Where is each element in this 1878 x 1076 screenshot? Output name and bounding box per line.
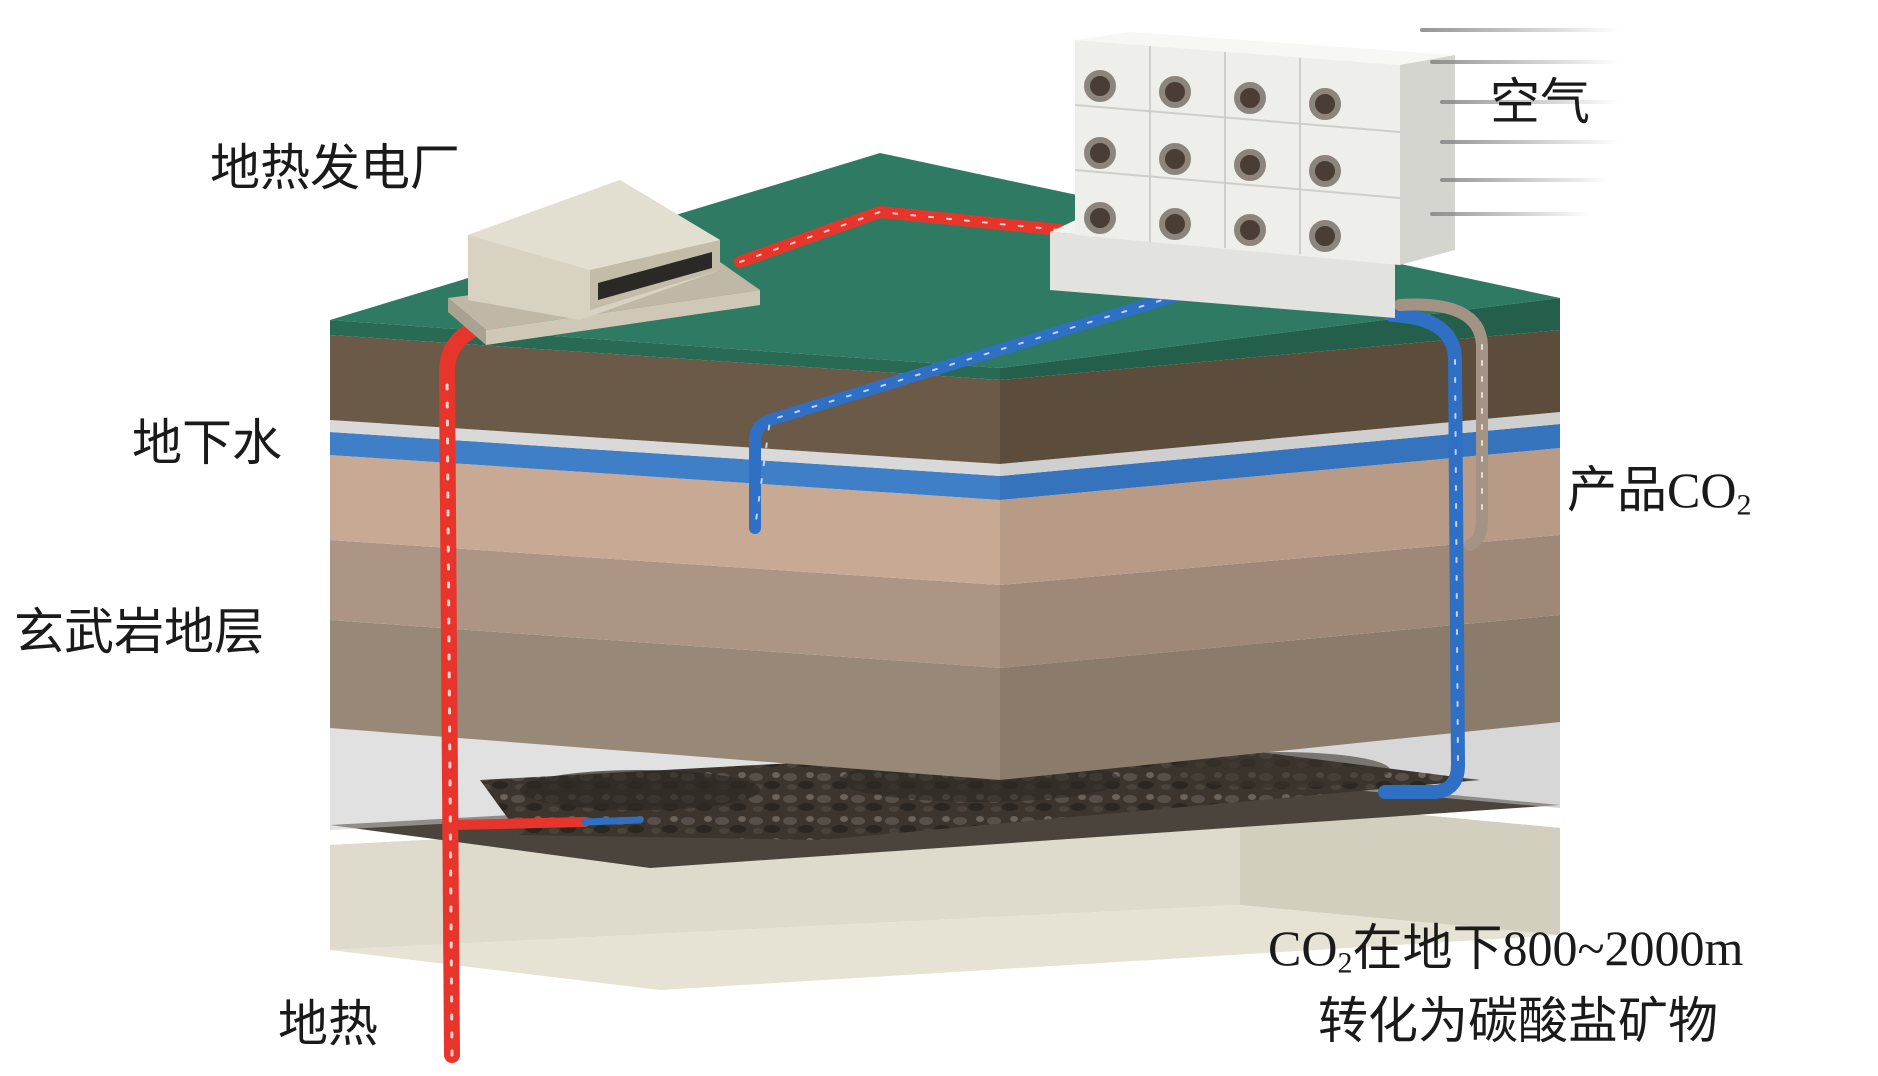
label-product-co2-subscript: 2 [1736, 488, 1752, 522]
basalt-layer-3-right [1000, 615, 1560, 780]
bottom-rock-slab-side [1240, 798, 1560, 935]
basalt-layer-3-front [330, 620, 1000, 780]
label-product-co2: 产品CO2 [1567, 462, 1751, 523]
direct-air-capture-fans-icon [1050, 28, 1620, 318]
label-product-co2-text: 产品CO [1567, 462, 1737, 518]
mineral-co-text: CO [1268, 920, 1338, 976]
cold-pipe-surface [749, 284, 1201, 534]
hot-pipe-dots [445, 370, 454, 1057]
groundwater-gap-right [1000, 412, 1560, 476]
hot-pipe-branch [447, 817, 590, 830]
hot-pipe-branch-tip [581, 816, 644, 826]
cold-pipe-descent-dots [1454, 359, 1459, 766]
bottom-rock-slab-bottom-face [330, 905, 1560, 990]
label-mineralization-line1: CO2在地下800~2000m [1268, 920, 1743, 981]
hot-pipe-surface-dots [739, 211, 1061, 263]
mineral-depth-text: 在地下800~2000m [1352, 920, 1744, 976]
plant-vent [598, 252, 712, 300]
mineral-co-subscript: 2 [1337, 946, 1353, 980]
geothermal-plant-building-icon [448, 180, 760, 345]
groundwater-gap-front [330, 420, 1000, 476]
groundwater-band-front [330, 432, 1000, 500]
label-geothermal-plant: 地热发电厂 [210, 139, 460, 197]
label-groundwater: 地下水 [132, 414, 282, 472]
basalt-layer-1-right [1000, 448, 1560, 585]
label-air: 空气 [1490, 73, 1590, 131]
basalt-layer-1-front [330, 455, 1000, 585]
basalt-layer-2-front [330, 540, 1000, 668]
cold-pipe-surface-dots [754, 289, 1196, 529]
soil-layer-right [1000, 330, 1560, 464]
label-mineralization-line2: 转化为碳酸盐矿物 [1318, 992, 1718, 1050]
soil-layer-front [330, 335, 1000, 464]
label-geothermal: 地热 [278, 995, 378, 1053]
basalt-layer-2-right [1000, 535, 1560, 668]
groundwater-band-right [1000, 424, 1560, 500]
label-basalt-formation: 玄武岩地层 [14, 603, 264, 661]
